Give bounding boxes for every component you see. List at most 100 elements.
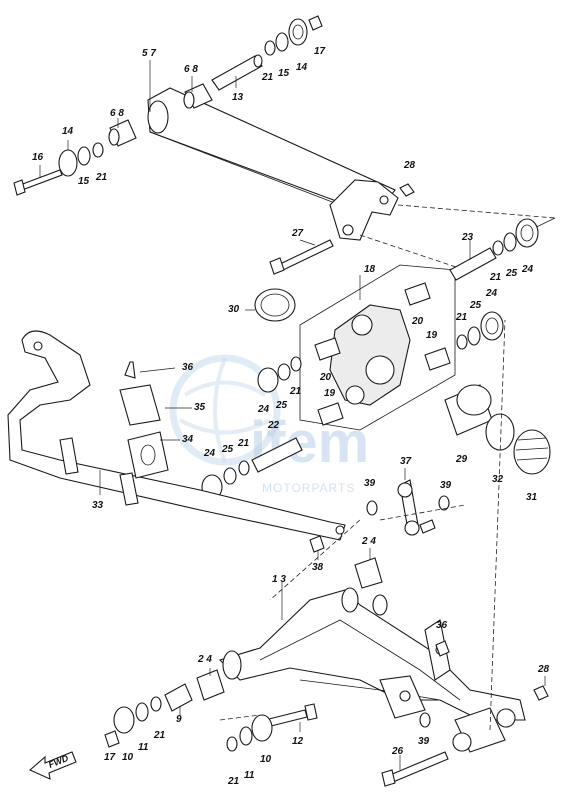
- callout-label-28-b: 28: [537, 664, 550, 675]
- end-link-nut: [419, 519, 436, 534]
- callout-label-32: 32: [492, 474, 504, 485]
- washer-21-left: [92, 142, 104, 158]
- callout-label-31: 31: [526, 492, 538, 503]
- washer-39-left: [366, 500, 378, 516]
- nut-38-lower: [435, 640, 450, 657]
- washer-39-bottom: [419, 712, 431, 728]
- callout-label-15-b: 15: [78, 176, 90, 187]
- callout-label-36-a: 36: [182, 362, 194, 373]
- bolt-27: [269, 239, 334, 275]
- callout-label-16: 16: [32, 152, 44, 163]
- washer-15-top: [275, 32, 289, 52]
- bracket-35: [119, 384, 161, 426]
- upper-arm-dash-mid: [359, 234, 466, 271]
- callout-label-25-a: 25: [505, 268, 518, 279]
- callout-label-18: 18: [364, 264, 376, 275]
- callout-label-28-a: 28: [403, 160, 416, 171]
- callout-label-21-h: 21: [227, 776, 240, 787]
- seal-30: [254, 288, 296, 322]
- lower-arm-knuckle-left: [452, 732, 472, 752]
- callout-label-2-4-b: 2 4: [197, 654, 212, 665]
- bolt-27-head: [269, 257, 285, 275]
- lower-arm-shock-hole: [399, 690, 411, 702]
- callout-label-36-b: 36: [436, 620, 448, 631]
- callout-label-37: 37: [400, 456, 412, 467]
- callout-label-23: 23: [461, 232, 474, 243]
- callout-label-21-b: 21: [95, 172, 108, 183]
- upper-arm-dash-right: [397, 204, 556, 219]
- nut-38-mid: [309, 535, 325, 553]
- callout-label-22: 22: [267, 420, 280, 431]
- lower-arm-lower-edge: [299, 679, 441, 701]
- boot-31-outer: [513, 429, 551, 475]
- bushing-2-4-lower: [196, 669, 225, 701]
- callout-label-24-b: 24: [485, 288, 498, 299]
- washer-25-low: [223, 467, 237, 485]
- boot-31-ribs: [515, 437, 549, 461]
- leader-lines: [39, 60, 546, 770]
- nut-17-top: [308, 15, 323, 31]
- bolt-27-shank: [277, 239, 334, 272]
- washer-25-mid: [277, 363, 291, 381]
- washer-21-low-left: [150, 696, 162, 712]
- callout-label-21-a: 21: [261, 72, 274, 83]
- sleeve-13-end: [253, 54, 263, 68]
- lower-arm-pivot-front: [222, 650, 242, 680]
- sleeve-9: [164, 683, 193, 712]
- callout-label-39-c: 39: [418, 736, 430, 747]
- callout-label-10-a: 10: [122, 752, 134, 763]
- bolt-16-head: [13, 179, 26, 196]
- bushing-6-8-top-end: [183, 91, 195, 109]
- callout-label-25-d: 25: [221, 444, 234, 455]
- washer-21-low: [238, 460, 250, 476]
- stabilizer-mount: [119, 361, 169, 479]
- spacer-29-face: [456, 384, 492, 416]
- washer-21-right-top: [492, 240, 504, 256]
- leader-36: [139, 367, 176, 373]
- sleeve-23: [449, 247, 497, 281]
- nut-28-top: [399, 183, 415, 197]
- seal-30-inner: [260, 293, 290, 317]
- seal-32: [485, 413, 515, 451]
- bushing-2-4-upper: [354, 557, 383, 589]
- lower-arm-assembly: [196, 319, 526, 753]
- lower-dash-top: [379, 504, 466, 521]
- stabilizer-collar-right: [119, 472, 139, 506]
- upper-arm-assembly: [147, 87, 556, 271]
- leader-27: [299, 239, 316, 246]
- lower-dash-vertical: [489, 319, 506, 731]
- lower-arm-pivot-rear: [341, 587, 359, 613]
- washer-11-low-left: [135, 702, 149, 722]
- sleeve-22: [251, 437, 303, 473]
- callout-label-35: 35: [194, 402, 206, 413]
- callout-label-5-7: 5 7: [142, 48, 156, 59]
- callout-label-12: 12: [292, 736, 304, 747]
- upper-left-bushings: [13, 15, 323, 196]
- callout-label-11-a: 11: [138, 742, 149, 753]
- lower-mid-hardware: [226, 703, 318, 752]
- lower-dash-bolt: [219, 714, 261, 721]
- left-mid-sleeve-group: [201, 356, 303, 500]
- washer-15-left: [77, 146, 91, 166]
- callout-label-21-g: 21: [153, 730, 166, 741]
- callout-label-39-b: 39: [440, 480, 452, 491]
- stabilizer-bar-end-hole-2: [335, 525, 345, 535]
- upper-arm-bracket-hole-2: [379, 195, 389, 205]
- caliper-assembly: [299, 264, 456, 431]
- end-link-ball-top: [397, 482, 413, 498]
- callout-label-25-c: 25: [275, 400, 288, 411]
- dust-boot-group: [444, 384, 551, 475]
- callout-label-24-c: 24: [257, 404, 270, 415]
- bolt-26-head: [381, 769, 396, 787]
- sleeve-13: [211, 55, 263, 91]
- caliper-piston-top: [351, 314, 373, 336]
- pin-19-upper: [424, 347, 451, 371]
- callout-label-34: 34: [182, 434, 194, 445]
- bushing-34-hole: [140, 444, 156, 466]
- lower-right-hardware: [381, 640, 549, 787]
- bolt-36-top: [124, 361, 136, 379]
- callout-label-33: 33: [92, 500, 104, 511]
- callout-label-19-a: 19: [426, 330, 438, 341]
